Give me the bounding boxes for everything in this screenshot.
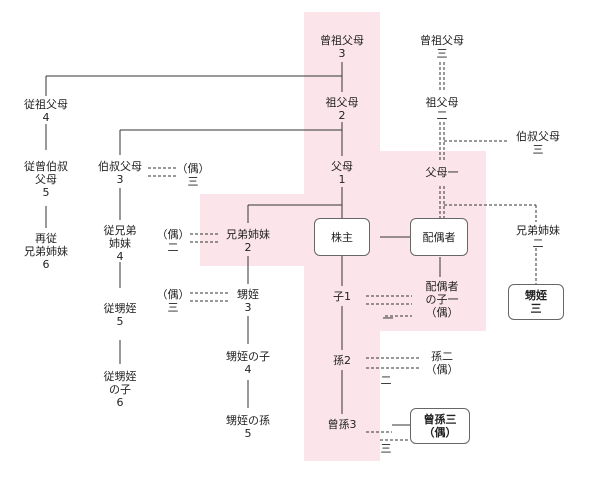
node-second-cousins: 再従 兄弟姉妹 6 bbox=[24, 232, 68, 271]
node-siblings: 兄弟姉妹 2 bbox=[226, 228, 270, 254]
node-grandchild-spouse-mark: 二 bbox=[380, 374, 392, 387]
node-siblings-spouse: （偶） 二 bbox=[156, 228, 190, 254]
node-great-grandchild: 曾孫3 bbox=[327, 418, 357, 431]
node-spouse-grandparents: 祖父母 二 bbox=[425, 96, 459, 122]
node-child-spouse-mark: 一 bbox=[382, 312, 394, 325]
node-nephew-children: 甥姪の子 4 bbox=[226, 350, 270, 376]
node-spouse: 配偶者 bbox=[410, 218, 468, 256]
node-great-grandparents: 曾祖父母 3 bbox=[320, 34, 364, 60]
node-spouse-parents: 父母一 bbox=[425, 166, 459, 179]
node-cousin-children: 従甥姪 5 bbox=[103, 302, 137, 328]
node-spouse-nephew-niece: 甥姪 三 bbox=[508, 284, 564, 320]
node-nephew-grandchildren: 甥姪の孫 5 bbox=[226, 414, 270, 440]
node-nephews-spouse: （偶） 三 bbox=[156, 288, 190, 314]
highlight-region-sibling bbox=[200, 194, 304, 266]
node-cousin-grandchildren: 従甥姪 の子 6 bbox=[103, 370, 137, 409]
node-shareholder: 株主 bbox=[314, 218, 370, 256]
node-grandparents: 祖父母 2 bbox=[325, 96, 359, 122]
node-great-grandchild-spouse: 曾孫三 （偶） bbox=[410, 408, 470, 444]
node-nephews-nieces: 甥姪 3 bbox=[237, 288, 259, 314]
node-grandchild-spouse: 孫二 （偶） bbox=[425, 350, 459, 376]
node-child: 子1 bbox=[333, 290, 351, 303]
node-grandchild: 孫2 bbox=[333, 354, 351, 367]
node-uncles-aunts-spouse: （偶） 三 bbox=[176, 162, 210, 188]
node-spouse-child: 配偶者 の子一 （偶） bbox=[425, 280, 459, 319]
node-spouse-great-grandparents: 曾祖父母 三 bbox=[420, 34, 464, 60]
node-uncles-aunts: 伯叔父母 3 bbox=[98, 160, 142, 186]
node-great-uncles-aunts: 従祖父母 4 bbox=[24, 98, 68, 124]
node-great-grandchild-spouse-mark: 三 bbox=[380, 442, 392, 455]
node-spouse-siblings: 兄弟姉妹 二 bbox=[516, 224, 560, 250]
node-cousins: 従兄弟 姉妹 4 bbox=[103, 224, 137, 263]
node-great-great-uncles: 従曾伯叔 父母 5 bbox=[24, 160, 68, 199]
node-parents: 父母 1 bbox=[331, 160, 353, 186]
node-spouse-uncles-aunts: 伯叔父母 三 bbox=[516, 130, 560, 156]
